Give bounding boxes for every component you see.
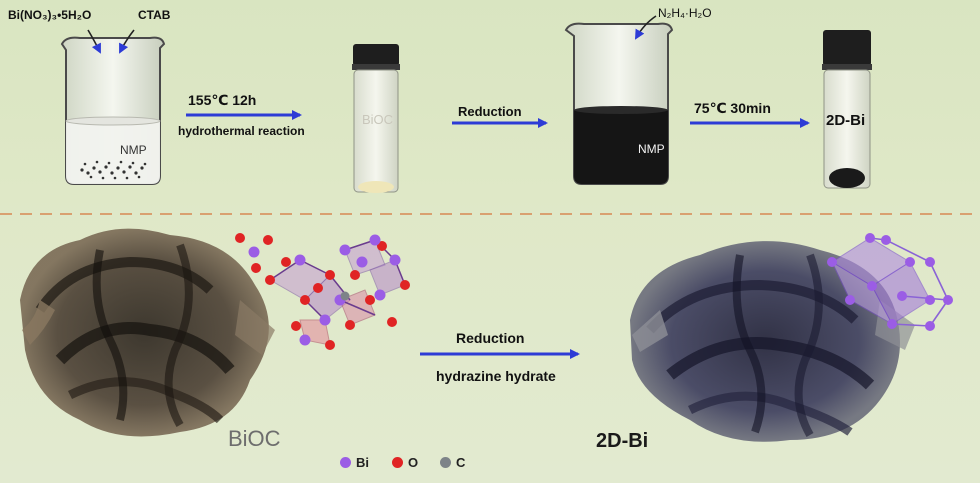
reagent-hydrazine: N₂H₄·H₂O [658,6,712,20]
legend-c: C [440,455,465,470]
reagent-bi-nitrate: Bi(NO₃)₃•5H₂O [8,8,92,22]
solvent-label-1: NMP [120,143,147,157]
step1-line1: 155℃ 12h [188,92,257,108]
legend-o: O [392,455,418,470]
bi-label: 2D-Bi [596,430,649,452]
precipitate-dots [80,160,147,180]
bi-flower [630,241,915,442]
vial-biooc [352,44,400,193]
beaker-2 [564,22,674,185]
biooc-label: BiOC [228,426,281,451]
reagent-ctab: CTAB [138,8,171,22]
vial-2d-bi [822,30,872,189]
legend-bi: Bi [340,455,369,470]
bi-crystal [827,233,953,331]
step1-line2: hydrothermal reaction [178,124,305,138]
step3-label: 75℃ 30min [694,100,771,116]
bottom-arrow-line1: Reduction [456,330,525,346]
step2-label: Reduction [458,104,522,119]
biooc-crystal [235,233,410,350]
c-dot-icon [440,457,451,468]
beaker-1 [60,36,166,185]
biooc-flower [20,228,275,437]
vial1-label: BiOC [362,112,394,127]
product-label: 2D-Bi [826,112,866,129]
solvent-label-2: NMP [638,142,665,156]
o-dot-icon [392,457,403,468]
bottom-arrow-line2: hydrazine hydrate [436,368,556,384]
bi-dot-icon [340,457,351,468]
